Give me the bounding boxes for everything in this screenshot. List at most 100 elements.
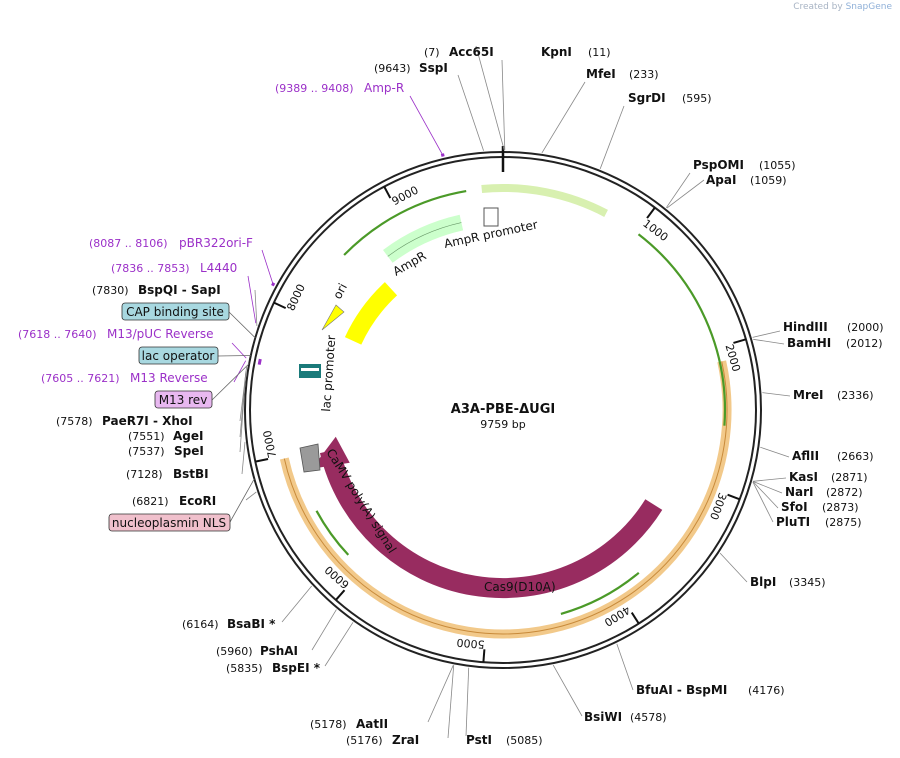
primer-range: (8087 .. 8106) bbox=[89, 237, 168, 250]
enzyme-pos: (595) bbox=[682, 92, 712, 105]
enzyme-leader bbox=[752, 481, 779, 509]
enzyme-name: MfeI bbox=[586, 67, 616, 81]
orf-arrow bbox=[315, 510, 350, 556]
primer-name: M13 Reverse bbox=[130, 371, 208, 385]
enzyme-leader bbox=[501, 59, 506, 151]
enzyme-bsiwi: BsiWI (4578) bbox=[584, 710, 667, 724]
primer-range: (7618 .. 7640) bbox=[18, 328, 97, 341]
enzyme-name: PaeR7I - XhoI bbox=[102, 414, 193, 428]
feature-cas9-head bbox=[311, 436, 350, 469]
primer-l4440: (7836 .. 7853) L4440 bbox=[111, 261, 237, 275]
enzyme-blpi: BlpI (3345) bbox=[750, 575, 826, 589]
enzyme-pos: (7537) bbox=[128, 445, 165, 458]
enzyme-pos: (7551) bbox=[128, 430, 165, 443]
primer-mark-m13 bbox=[257, 358, 262, 365]
enzyme-agei: (7551) AgeI bbox=[128, 429, 203, 443]
enzyme-name: NarI bbox=[785, 485, 814, 499]
enzyme-pos: (5835) bbox=[226, 662, 263, 675]
enzyme-name: SpeI bbox=[174, 444, 204, 458]
enzyme-pos: (3345) bbox=[789, 576, 826, 589]
orf-arrow bbox=[343, 190, 467, 256]
enzyme-name: ApaI bbox=[706, 173, 736, 187]
boxed-lac-operator: lac operator bbox=[138, 346, 219, 365]
enzyme-nari: NarI (2872) bbox=[785, 485, 863, 499]
ring-tick-label: 7000 bbox=[261, 429, 279, 459]
enzyme-leader bbox=[465, 667, 470, 737]
enzyme-pos: (2872) bbox=[826, 486, 863, 499]
enzyme-leader bbox=[665, 172, 691, 208]
features-layer bbox=[257, 153, 732, 639]
enzyme-pos: (1055) bbox=[759, 159, 796, 172]
boxed-label: nucleoplasmin NLS bbox=[112, 516, 226, 530]
primer-name: M13/pUC Reverse bbox=[107, 327, 214, 341]
enzyme-name: MreI bbox=[793, 388, 823, 402]
enzyme-leader bbox=[324, 622, 354, 667]
primer-leader bbox=[247, 275, 257, 324]
enzyme-name: BspEI * bbox=[272, 661, 321, 675]
credit-prefix: Created by bbox=[793, 2, 843, 12]
enzyme-pos: (7128) bbox=[126, 468, 163, 481]
enzyme-leader bbox=[245, 491, 257, 501]
primer-leader bbox=[261, 249, 274, 285]
primer-amp-r: (9389 .. 9408) Amp-R bbox=[275, 81, 404, 95]
enzyme-ecori: (6821) EcoRI bbox=[132, 494, 216, 508]
enzyme-leader bbox=[254, 289, 258, 327]
boxed-leader bbox=[217, 355, 251, 357]
primer-leader bbox=[233, 360, 247, 383]
ring-tick bbox=[733, 338, 747, 344]
enzyme-pos: (2873) bbox=[822, 501, 859, 514]
enzyme-sspi: (9643) SspI bbox=[374, 61, 448, 75]
ring-tick bbox=[273, 301, 287, 310]
enzyme-pos: (5960) bbox=[216, 645, 253, 658]
enzyme-pos: (2871) bbox=[831, 471, 868, 484]
enzyme-pos: (5085) bbox=[506, 734, 543, 747]
enzyme-name: BsaBI * bbox=[227, 617, 276, 631]
enzyme-pluti: PluTI (2875) bbox=[776, 515, 862, 529]
enzyme-name: BamHI bbox=[787, 336, 831, 350]
snapgene-logo-text: SnapGene bbox=[845, 2, 892, 12]
enzyme-name: HindIII bbox=[783, 320, 828, 334]
primer-name: L4440 bbox=[200, 261, 237, 275]
enzyme-name: BsiWI bbox=[584, 710, 622, 724]
enzyme-leader bbox=[599, 105, 625, 169]
primer-mark-amp-r bbox=[440, 153, 445, 157]
feature-ampr-promoter bbox=[483, 207, 499, 227]
enzyme-bamhi: BamHI (2012) bbox=[787, 336, 883, 350]
enzyme-leader bbox=[427, 665, 454, 723]
feature-label-cas9: Cas9(D10A) bbox=[484, 580, 556, 594]
plasmid-name: A3A-PBE-ΔUGI bbox=[451, 402, 555, 417]
orf-ampr-highlight bbox=[481, 183, 608, 217]
enzyme-psti: PstI (5085) bbox=[466, 733, 543, 747]
boxed-nucleoplasmin-nls: nucleoplasmin NLS bbox=[108, 513, 231, 532]
enzyme-pos: (5176) bbox=[346, 734, 383, 747]
primer-pbr322ori-f: (8087 .. 8106) pBR322ori-F bbox=[89, 236, 253, 250]
boxed-label: lac operator bbox=[142, 349, 215, 363]
ring-tick-label: 8000 bbox=[284, 282, 308, 313]
enzyme-bfuai-bspmi: BfuAI - BspMI (4176) bbox=[636, 683, 785, 697]
enzyme-pos: (5178) bbox=[310, 718, 347, 731]
enzyme-leader bbox=[311, 609, 337, 651]
boxed-cap-binding-site: CAP binding site bbox=[121, 302, 230, 321]
enzyme-name: PshAI bbox=[260, 644, 298, 658]
enzyme-aflii: AflII (2663) bbox=[792, 449, 874, 463]
primer-name: Amp-R bbox=[364, 81, 404, 95]
primer-range: (7605 .. 7621) bbox=[41, 372, 120, 385]
enzyme-leader bbox=[541, 81, 586, 154]
boxed-label: M13 rev bbox=[159, 393, 208, 407]
enzyme-leader bbox=[241, 441, 246, 475]
enzyme-name: BfuAI - BspMI bbox=[636, 683, 727, 697]
enzyme-leader bbox=[752, 477, 787, 482]
primer-name: pBR322ori-F bbox=[179, 236, 253, 250]
ring-tick bbox=[255, 458, 269, 463]
enzyme-pos: (4176) bbox=[748, 684, 785, 697]
enzyme-mfei: MfeI (233) bbox=[586, 67, 659, 81]
enzyme-sfoi: SfoI (2873) bbox=[781, 500, 859, 514]
enzyme-leader bbox=[616, 643, 634, 691]
enzyme-leader bbox=[719, 552, 748, 583]
enzyme-pos: (2875) bbox=[825, 516, 862, 529]
enzyme-pos: (7578) bbox=[56, 415, 93, 428]
enzyme-mrei: MreI (2336) bbox=[793, 388, 874, 402]
enzyme-bspei: (5835) BspEI * bbox=[226, 661, 321, 675]
enzyme-name: KasI bbox=[789, 470, 818, 484]
